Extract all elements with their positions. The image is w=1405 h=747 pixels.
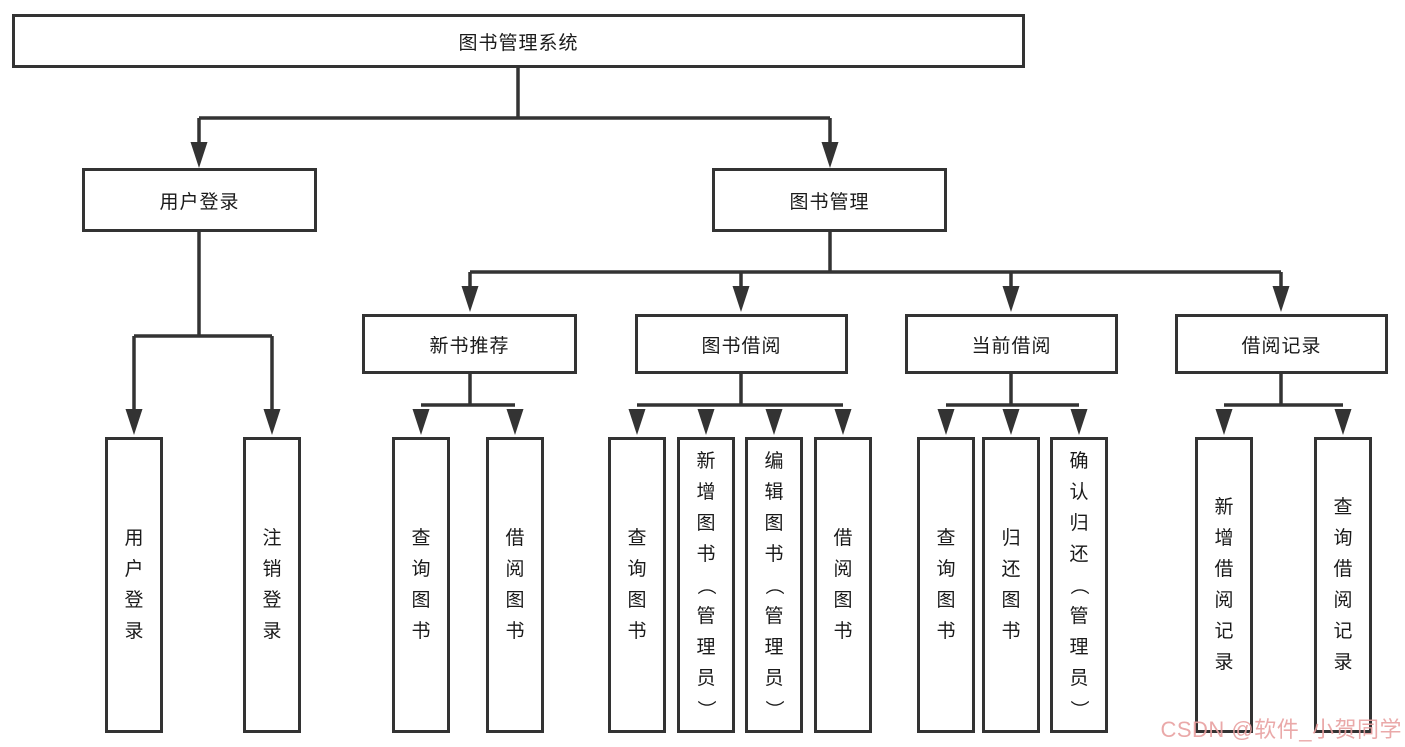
- leaf-records-query-record: 查询借阅记录: [1314, 437, 1372, 733]
- node-new-book-recommend-label: 新书推荐: [429, 335, 510, 357]
- leaf-records-add-record: 新增借阅记录: [1195, 437, 1253, 733]
- node-current-borrowing: 当前借阅: [905, 314, 1118, 374]
- leaf-logout: 注销登录: [243, 437, 301, 733]
- node-book-borrowing: 图书借阅: [635, 314, 848, 374]
- node-book-borrowing-label: 图书借阅: [701, 335, 782, 357]
- node-borrow-records-label: 借阅记录: [1241, 335, 1322, 357]
- leaf-borrowing-query-books: 查询图书: [608, 437, 666, 733]
- node-book-management-label: 图书管理: [789, 191, 870, 213]
- leaf-user-login: 用户登录: [105, 437, 163, 733]
- leaf-recommend-borrow-books: 借阅图书: [486, 437, 544, 733]
- leaf-current-confirm-return-admin: 确认归还（管理员）: [1050, 437, 1108, 733]
- node-current-borrowing-label: 当前借阅: [971, 335, 1052, 357]
- node-book-management: 图书管理: [712, 168, 947, 232]
- watermark-text: CSDN @软件_小贺同学: [1160, 717, 1402, 742]
- leaf-recommend-query-books: 查询图书: [392, 437, 450, 733]
- leaf-current-return-books: 归还图书: [982, 437, 1040, 733]
- node-user-login-label: 用户登录: [159, 191, 240, 213]
- leaf-borrowing-edit-books-admin: 编辑图书（管理员）: [745, 437, 803, 733]
- leaf-borrowing-borrow-books: 借阅图书: [814, 437, 872, 733]
- node-new-book-recommend: 新书推荐: [362, 314, 577, 374]
- node-borrow-records: 借阅记录: [1175, 314, 1388, 374]
- leaf-borrowing-add-books-admin: 新增图书（管理员）: [677, 437, 735, 733]
- node-user-login: 用户登录: [82, 168, 317, 232]
- leaf-current-query-books: 查询图书: [917, 437, 975, 733]
- node-root-label: 图书管理系统: [458, 32, 579, 54]
- node-root: 图书管理系统: [12, 14, 1025, 68]
